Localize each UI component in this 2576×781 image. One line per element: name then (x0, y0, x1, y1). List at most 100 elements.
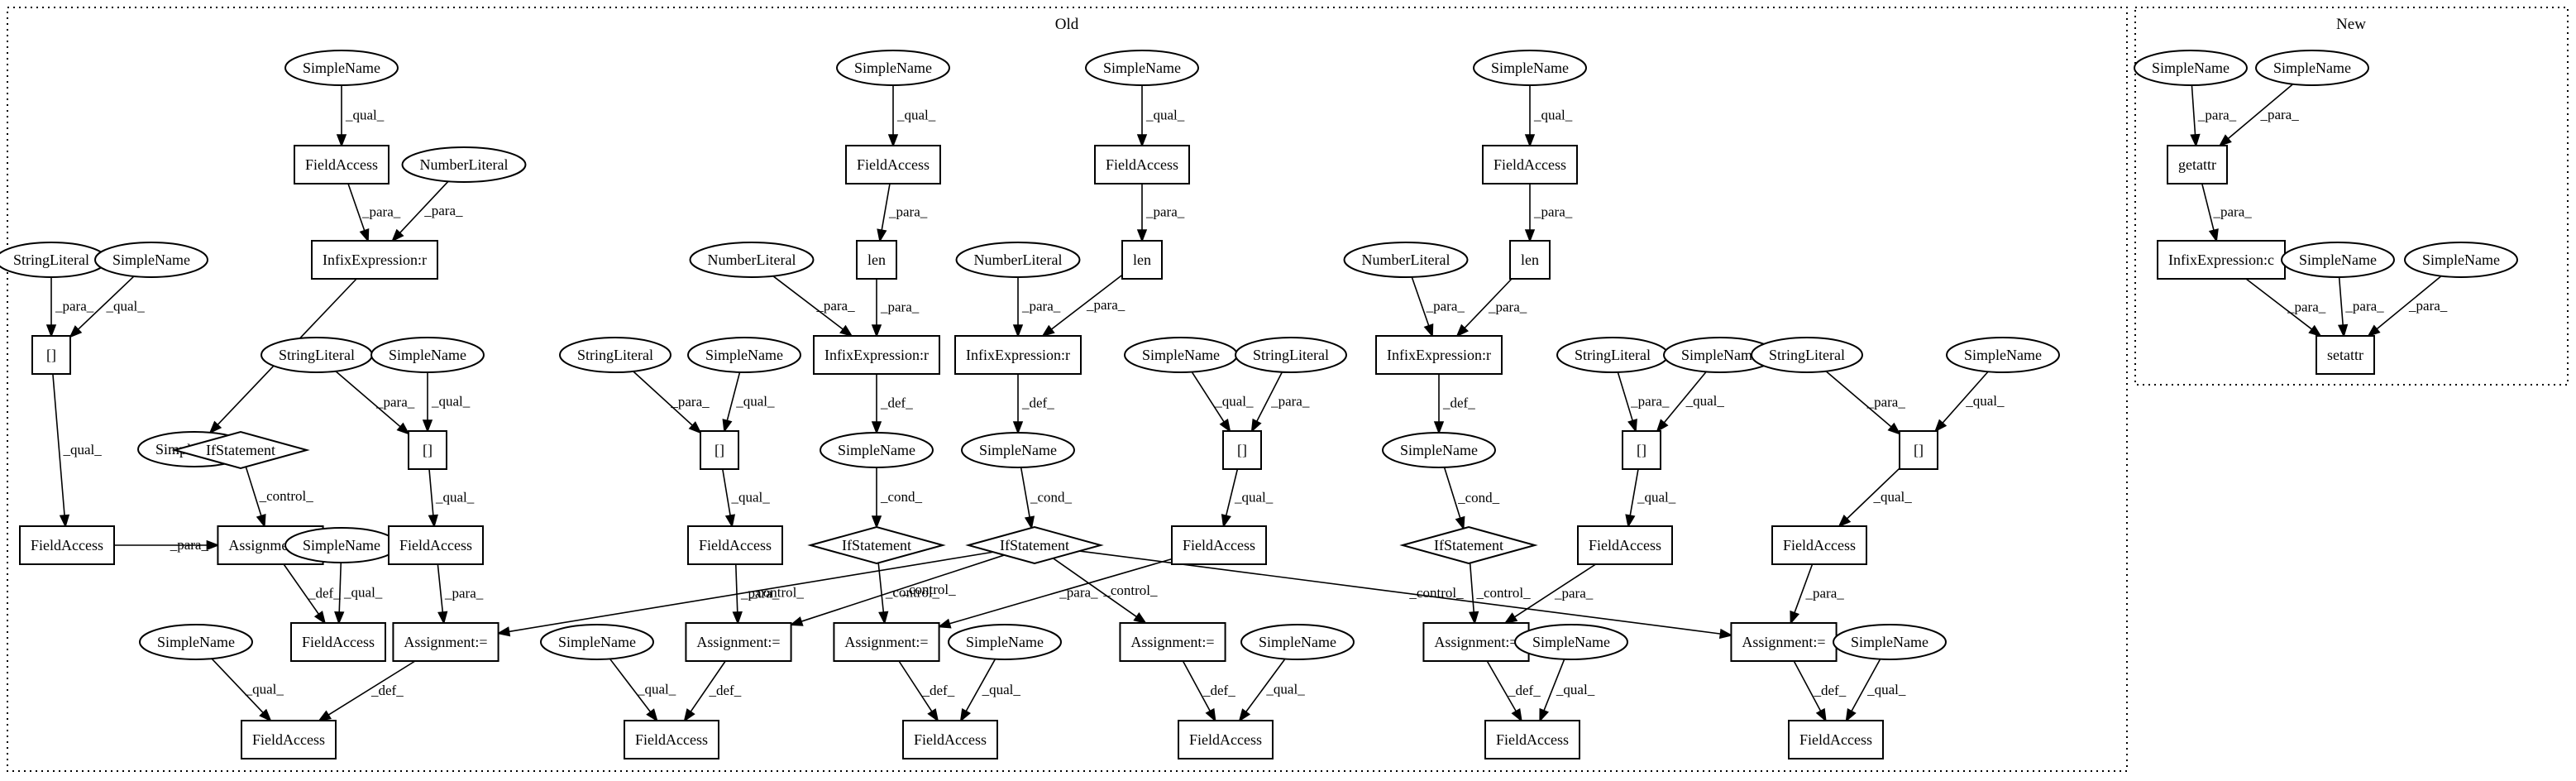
node-box (19, 525, 115, 565)
node-label: SimpleName (1851, 634, 1928, 650)
edge-label: _control_ (885, 585, 940, 601)
node-label: FieldAccess (857, 156, 930, 173)
arrow-head (2208, 228, 2219, 243)
node-array-access: [] (1222, 430, 1262, 470)
node-label: StringLiteral (279, 347, 355, 363)
edge-line (965, 659, 996, 712)
arrow-head (839, 324, 853, 338)
edge-para: _para_ (871, 279, 920, 338)
node-fieldaccess: FieldAccess (1178, 720, 1274, 759)
edge-line (1182, 660, 1212, 712)
edge-label: _qual_ (105, 299, 145, 314)
node-fieldaccess: FieldAccess (1482, 145, 1578, 184)
edge-label: _qual_ (1873, 489, 1913, 505)
arrow-head (1838, 515, 1852, 528)
node-label: [] (423, 442, 433, 458)
node-label: NumberLiteral (974, 252, 1063, 268)
node-label: SimpleName (1142, 347, 1220, 363)
arrow-head (1656, 419, 1669, 433)
edge-label: _para_ (361, 204, 401, 220)
node-stringliteral: StringLiteral (559, 337, 671, 373)
node-ellipse (836, 50, 950, 86)
edge-line (1513, 563, 1597, 618)
node-label: Assignment:= (1742, 634, 1825, 650)
arrow-head (1041, 324, 1055, 338)
edge-line (399, 180, 449, 234)
arrow-head (2308, 324, 2322, 338)
node-box (833, 622, 940, 662)
edge-label: _control_ (1475, 585, 1531, 601)
edge-para: _para_ (1825, 371, 1905, 435)
node-simplename: SimpleName (284, 50, 399, 86)
edge-qual: _qual_ (722, 468, 770, 529)
arrow-head (428, 514, 438, 529)
edge-label: _def_ (1021, 395, 1054, 411)
node-fieldaccess: FieldAccess (1771, 525, 1867, 565)
node-simplename: SimpleName (139, 624, 253, 660)
edge-line (1846, 467, 1900, 520)
node-label: IfStatement (206, 442, 275, 458)
arrow-head (1455, 515, 1465, 530)
edge-para: _para_ (2190, 84, 2237, 148)
arrow-head (318, 710, 332, 722)
node-getattr: getattr (2167, 145, 2228, 184)
edge-label: _qual_ (735, 393, 775, 409)
edge-label: _cond_ (1030, 489, 1073, 505)
arrow-head (1511, 707, 1522, 722)
node-stringliteral: StringLiteral (260, 337, 373, 373)
node-label: SimpleName (1400, 442, 1478, 458)
node-label: FieldAccess (1183, 537, 1255, 553)
node-box (2167, 145, 2228, 184)
edge-label: _para_ (1805, 586, 1845, 601)
node-label: SimpleName (558, 634, 636, 650)
node-label: [] (714, 442, 724, 458)
node-label: FieldAccess (31, 537, 103, 553)
edge-label: _def_ (1202, 683, 1235, 698)
node-ellipse (1473, 50, 1587, 86)
edge-control: _control_ (1469, 563, 1531, 625)
edge-label: _qual_ (637, 682, 676, 697)
node-label: SimpleName (966, 634, 1044, 650)
edge-label: _para_ (888, 204, 928, 220)
edge-line (1225, 468, 1239, 516)
node-label: FieldAccess (305, 156, 378, 173)
arrow-head (208, 420, 222, 434)
edge-line (1794, 563, 1814, 614)
node-label: NumberLiteral (1362, 252, 1450, 268)
node-label: InfixExpression:c (2168, 252, 2274, 268)
node-ellipse (1833, 624, 1947, 660)
node-simplename: SimpleName (1514, 624, 1628, 660)
node-fieldaccess: FieldAccess (902, 720, 998, 759)
node-label: len (1521, 252, 1539, 268)
node-fieldaccess: FieldAccess (1788, 720, 1884, 759)
edge-label: _qual_ (1685, 393, 1725, 409)
node-label: FieldAccess (1496, 731, 1569, 748)
edge-control: _control_ (1053, 558, 1158, 625)
node-simplename: SimpleName (2404, 242, 2518, 278)
edge-line (1486, 660, 1517, 712)
node-label: SimpleName (854, 60, 932, 76)
node-ellipse (370, 337, 485, 373)
node-label: SimpleName (2422, 252, 2500, 268)
edge-qual: _qual_ (887, 85, 936, 148)
arrow-head (871, 324, 882, 338)
edge-label: _para_ (170, 537, 209, 553)
node-label: SimpleName (303, 537, 380, 553)
node-box (845, 145, 941, 184)
arrow-head (391, 228, 404, 242)
node-simplename: SimpleName (1473, 50, 1587, 86)
node-label: [] (1637, 442, 1646, 458)
arrow-head (422, 419, 433, 434)
node-numberliteral: NumberLiteral (955, 242, 1081, 278)
edge-line (1469, 563, 1475, 613)
node-stringliteral: StringLiteral (1556, 337, 1669, 373)
edge-line (283, 563, 320, 615)
node-label: SimpleName (2152, 60, 2230, 76)
edge-label: _para_ (1554, 586, 1594, 601)
edge-line (509, 551, 994, 633)
edge-para: _para_ (1524, 184, 1573, 243)
edge-para: _para_ (633, 371, 710, 434)
arrow-head (1718, 628, 1733, 640)
node-label: Assignment:= (1130, 634, 1214, 650)
node-simplename: SimpleName (948, 624, 1062, 660)
